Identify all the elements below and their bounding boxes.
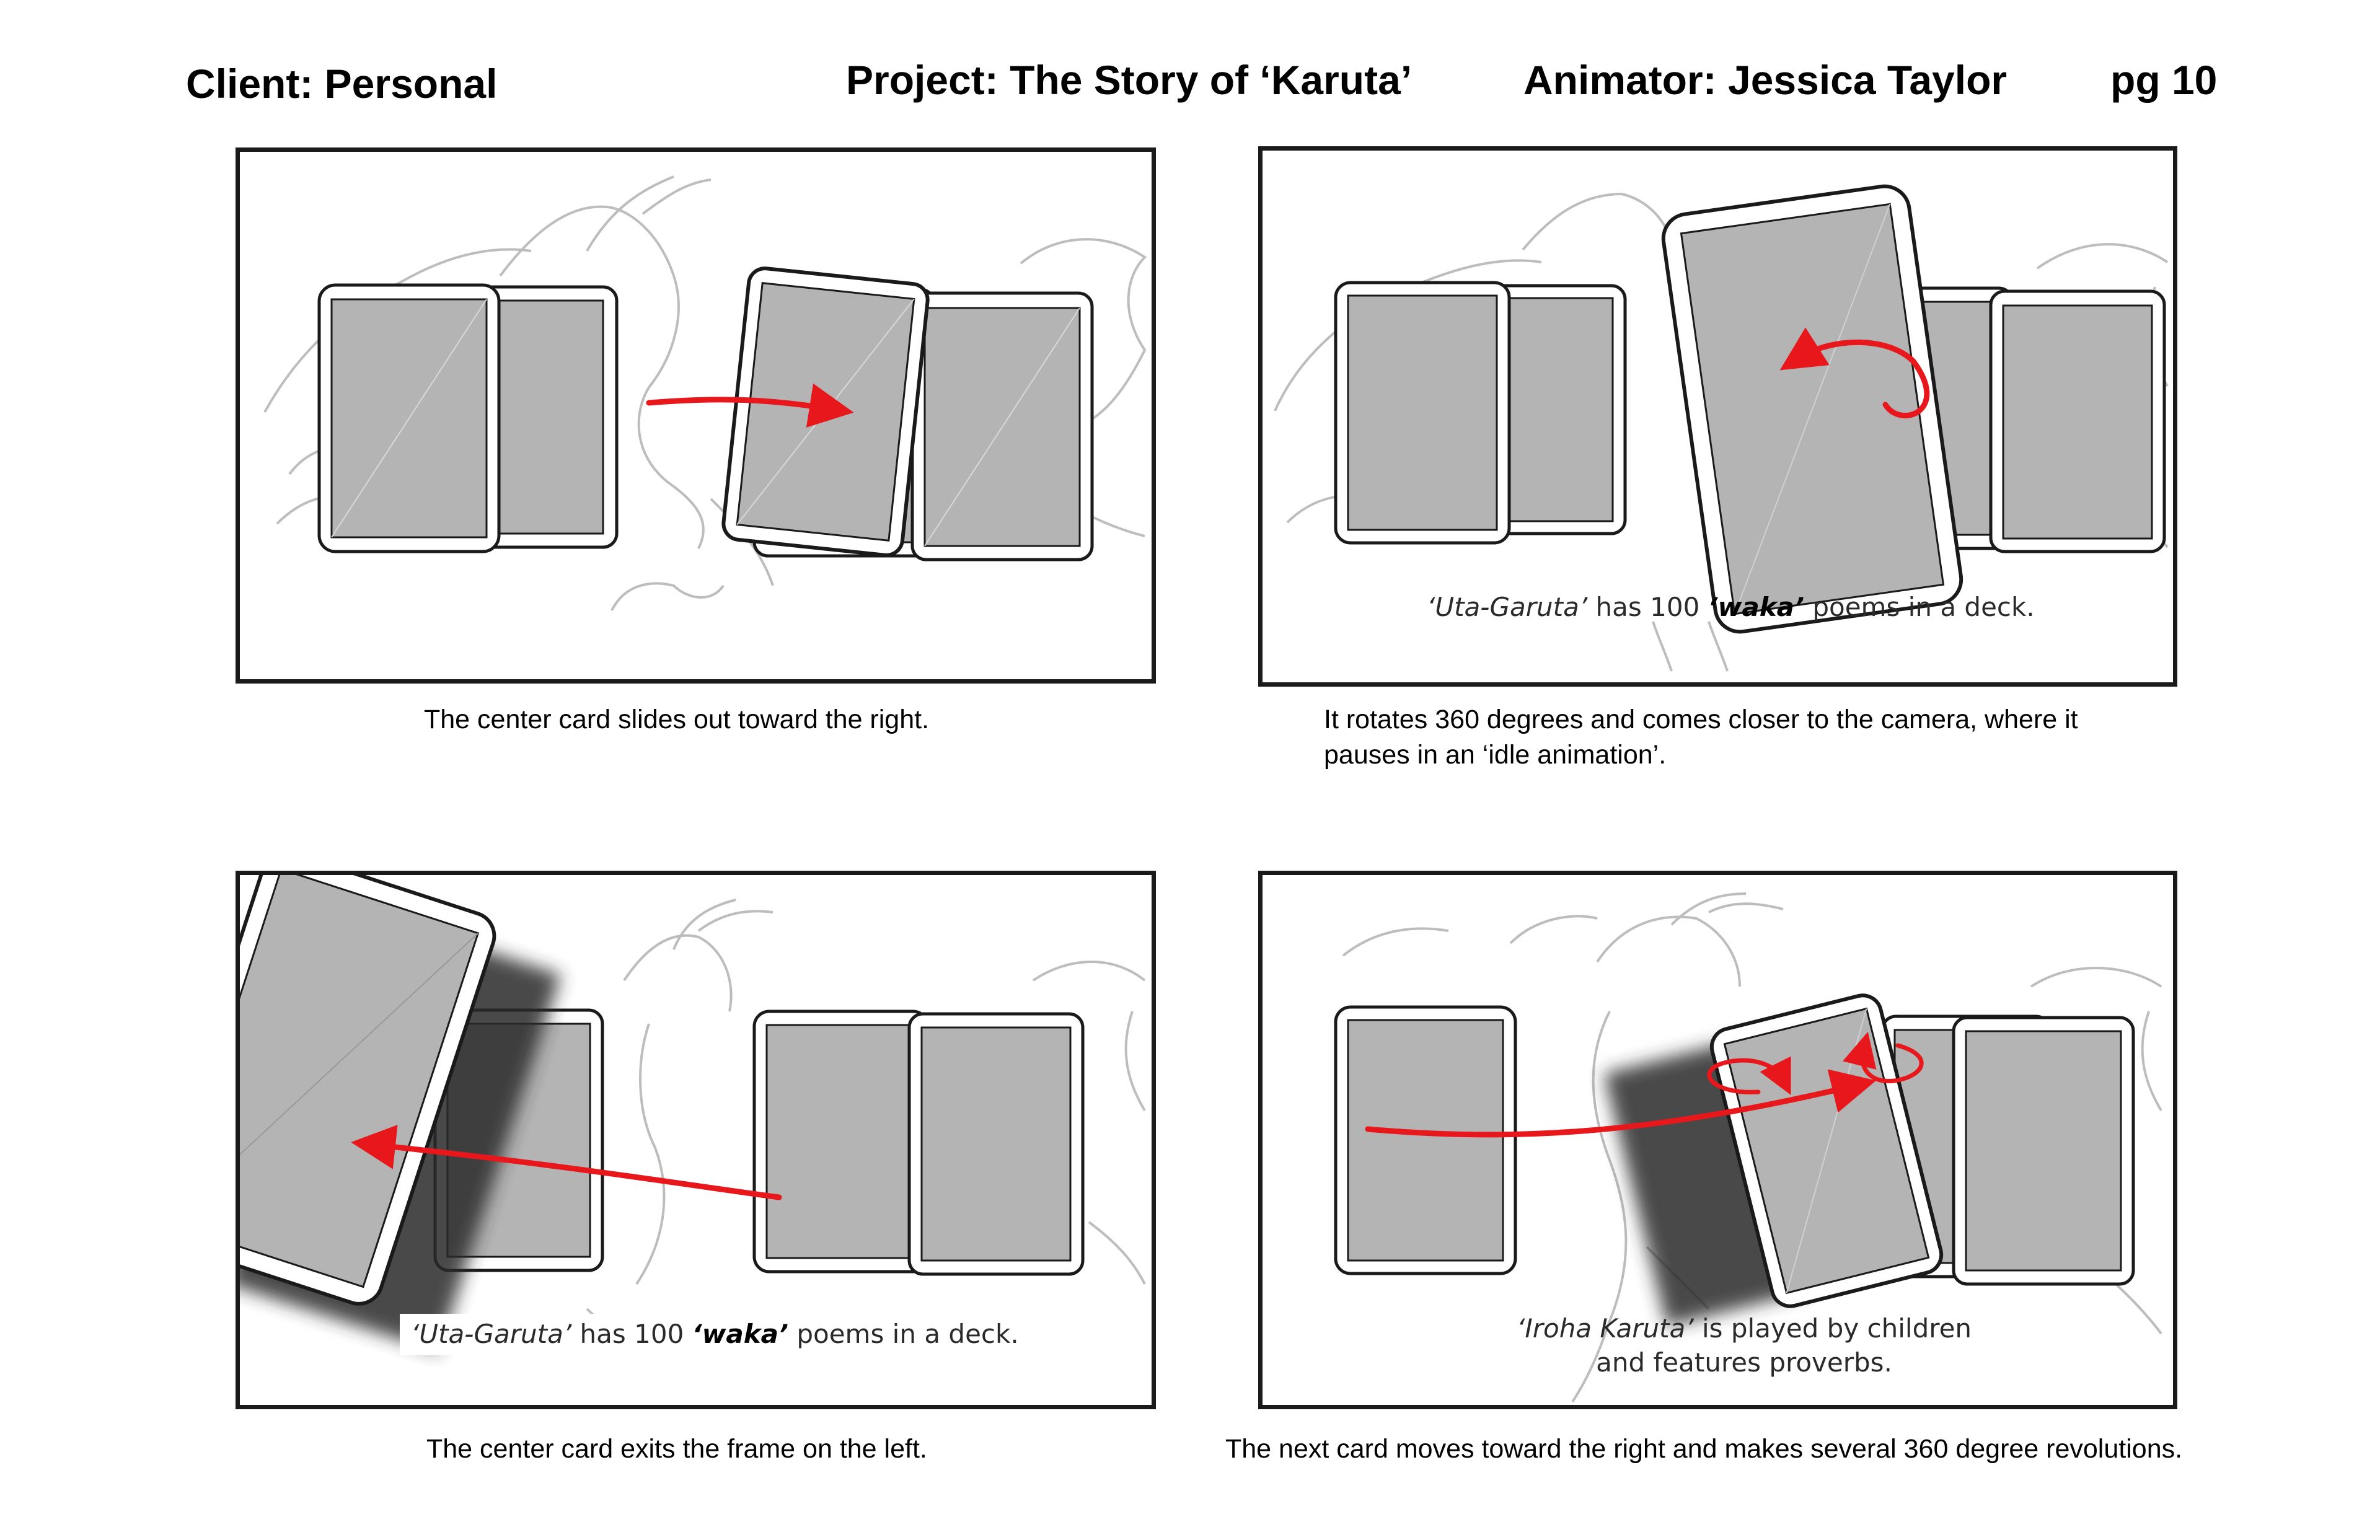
storyboard-panel-2: ‘Uta-Garuta’ has 100 ‘waka’ poems in a d…	[1258, 146, 2177, 687]
card-left-front	[317, 283, 501, 553]
panel-2-caption: It rotates 360 degrees and comes closer …	[1324, 702, 2078, 773]
card-right-back-2	[910, 291, 1094, 561]
rotation-arrow	[1779, 327, 1930, 419]
panel-3-artwork	[240, 875, 1146, 1352]
card-left-back	[466, 285, 619, 549]
client-label: Client: Personal	[186, 61, 498, 107]
spin-arrow-small-1	[1707, 1056, 1791, 1096]
card-right-back-2	[1989, 289, 2166, 553]
panel-2-artwork	[1274, 184, 2169, 672]
panel-4-artwork	[1334, 892, 2162, 1403]
card-right-front	[752, 1010, 930, 1274]
panel-3-caption: The center card exits the frame on the l…	[426, 1434, 927, 1464]
panel-1-caption: The center card slides out toward the ri…	[424, 705, 930, 734]
panel-1-artwork	[263, 175, 1147, 611]
animator-label: Animator: Jessica Taylor	[1523, 57, 2008, 103]
storyboard-panel-1	[236, 147, 1156, 684]
card-right-back	[907, 1012, 1085, 1276]
storyboard-panel-4: ‘Iroha Karuta’ is played by children and…	[1258, 871, 2177, 1409]
spin-arrow-small-2	[1843, 1031, 1924, 1084]
card-exiting	[240, 875, 496, 1306]
storyboard-panel-3: ‘Uta-Garuta’ has 100 ‘waka’ poems in a d…	[236, 871, 1156, 1409]
panel-4-overlay-line-1: ‘Iroha Karuta’ is played by children	[1517, 1313, 1972, 1344]
panel-4-overlay-text: ‘Iroha Karuta’ is played by children and…	[1517, 1312, 1972, 1379]
panel-3-overlay-text: ‘Uta-Garuta’ has 100 ‘waka’ poems in a d…	[400, 1314, 1030, 1355]
panel-2-caption-line-1: It rotates 360 degrees and comes closer …	[1324, 705, 2078, 734]
panel-2-caption-line-2: pauses in an ‘idle animation’.	[1324, 740, 1667, 770]
page-number: pg 10	[2110, 57, 2218, 103]
dragon-sketch	[263, 175, 1147, 611]
card-foreground	[1661, 184, 1963, 634]
panel-2-overlay-text: ‘Uta-Garuta’ has 100 ‘waka’ poems in a d…	[1427, 592, 2035, 622]
motion-arrow-right	[1365, 1069, 1877, 1138]
card-right-back-2	[1952, 1016, 2135, 1286]
project-title: Project: The Story of ‘Karuta’	[846, 57, 1413, 103]
motion-arrow-right	[646, 383, 854, 428]
card-left-front	[1334, 281, 1511, 545]
card-left	[1334, 1005, 1517, 1275]
motion-arrow-left	[351, 1125, 782, 1200]
panel-4-overlay-line-2: and features proverbs.	[1596, 1347, 1892, 1378]
panel-4-caption: The next card moves toward the right and…	[1225, 1434, 2183, 1464]
card-sliding	[721, 266, 930, 557]
